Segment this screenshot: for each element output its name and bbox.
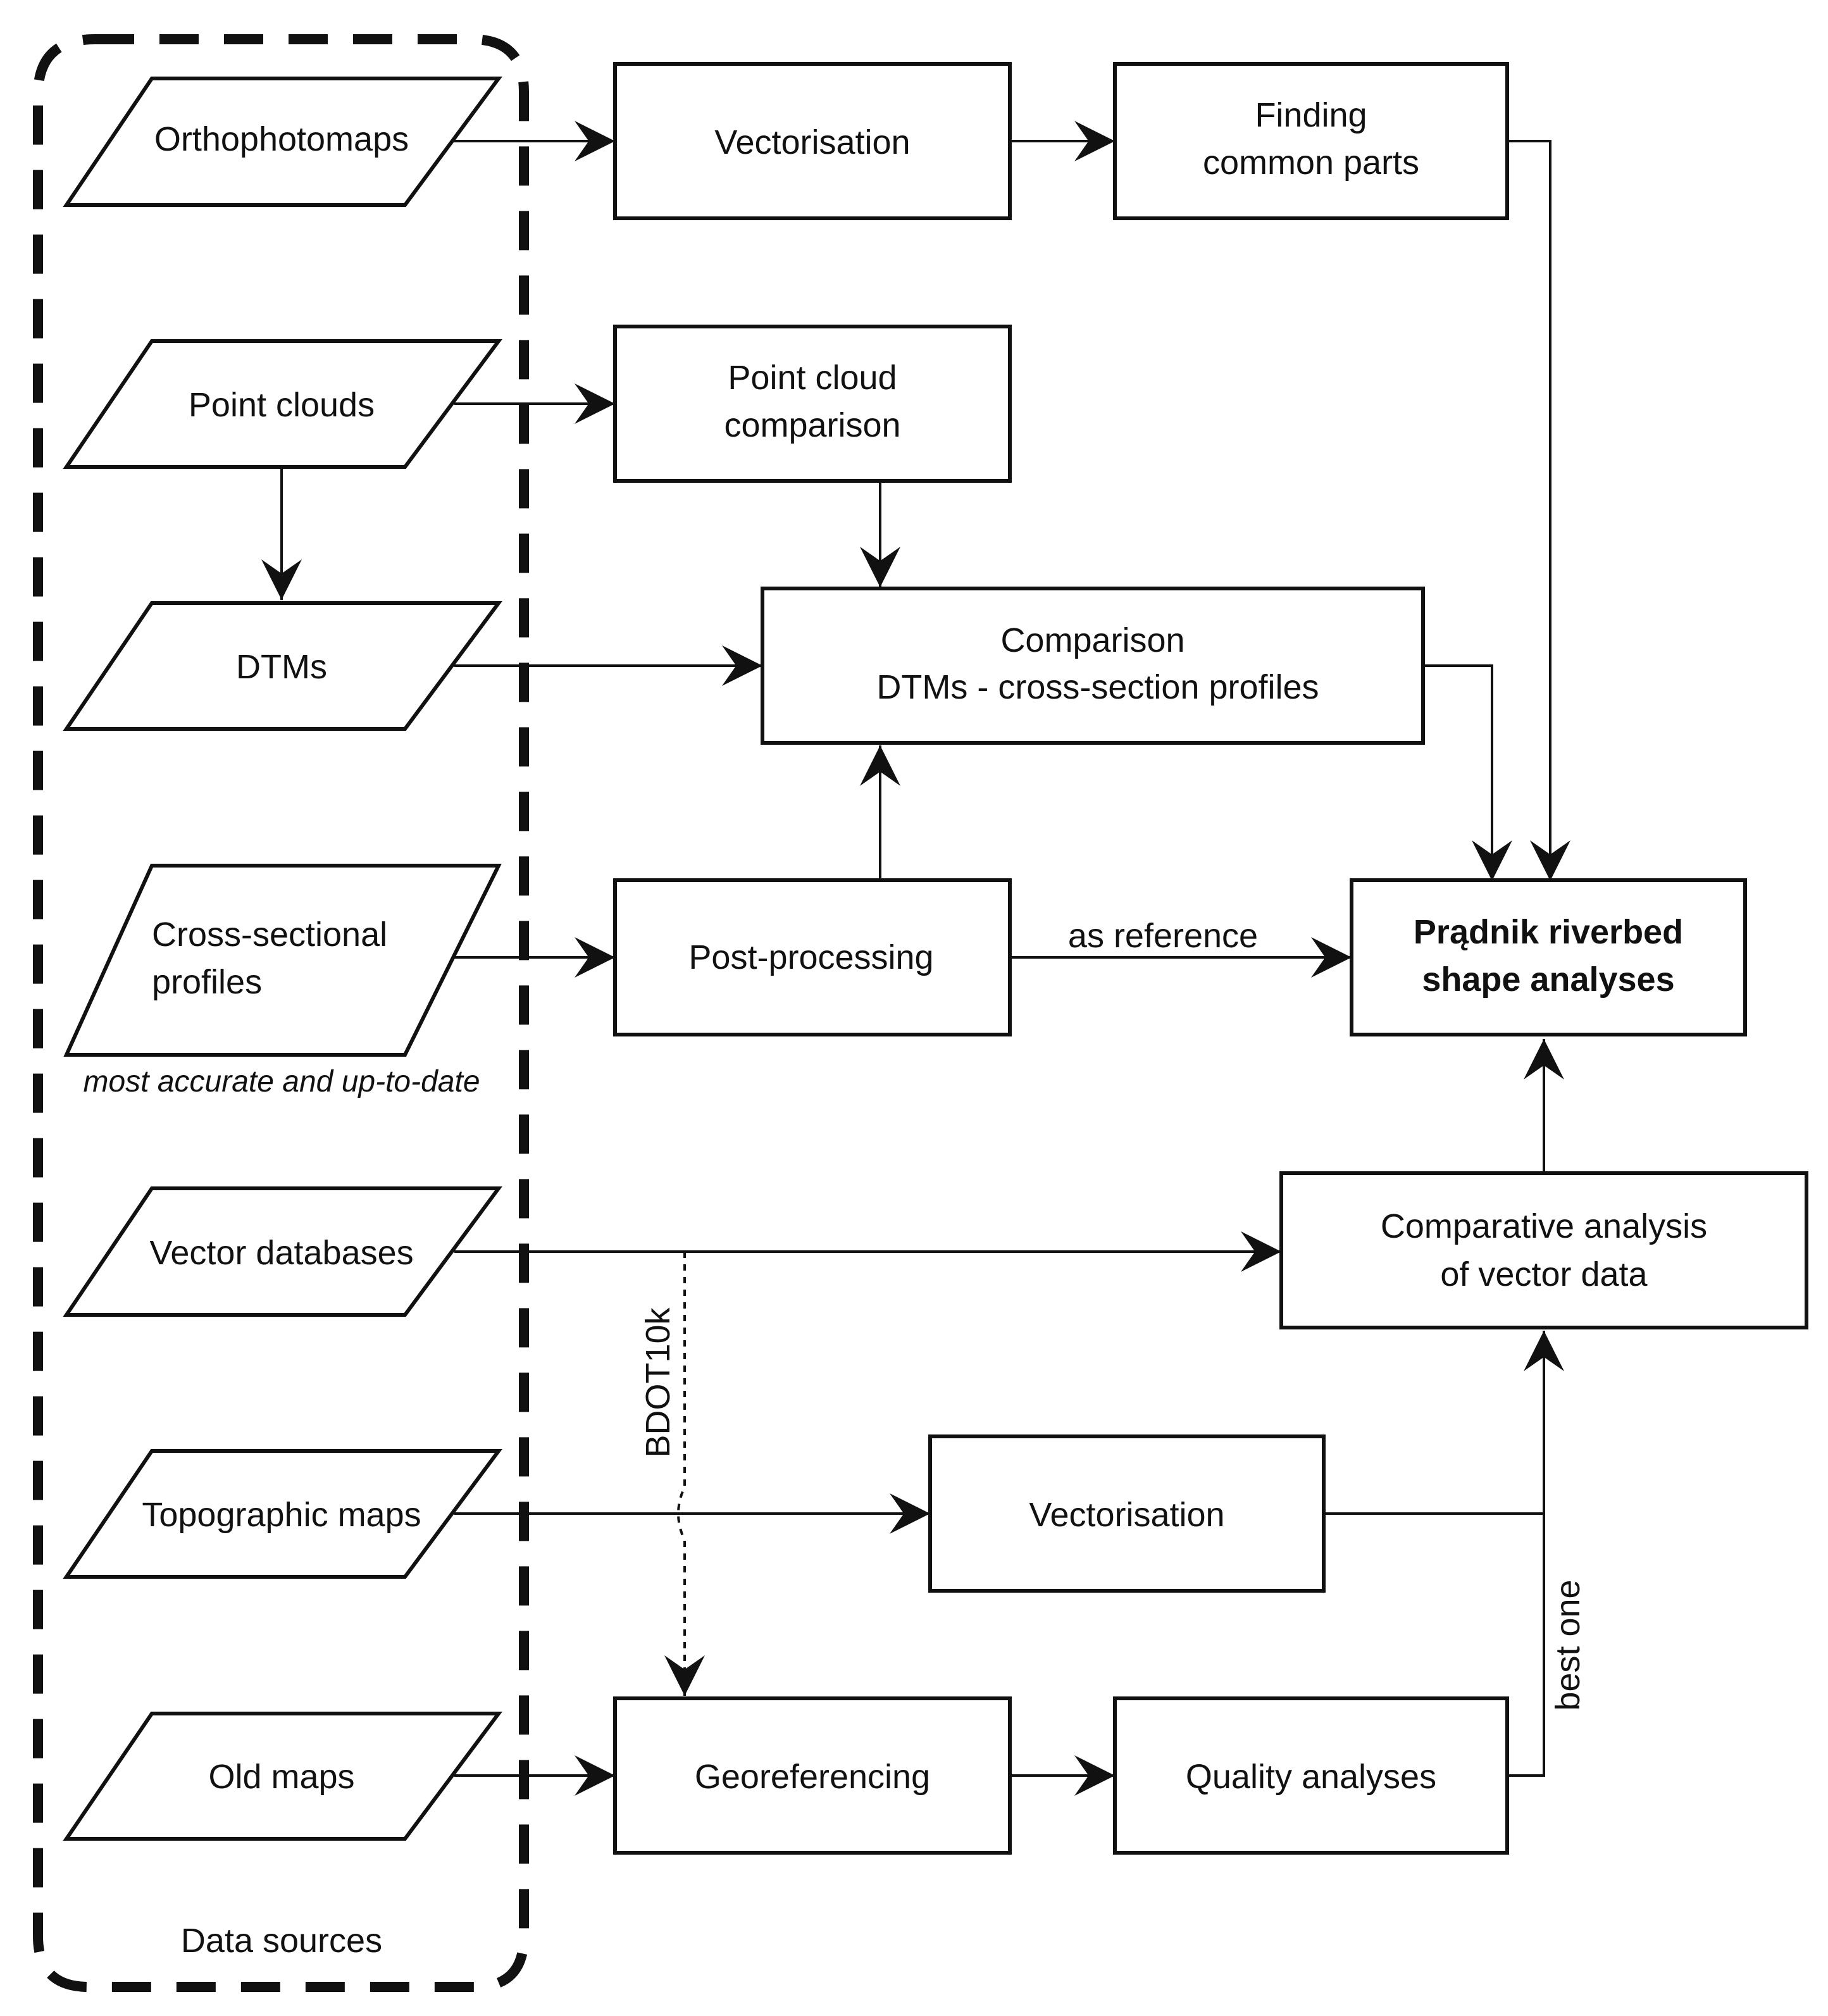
quality-analyses-label: Quality analyses xyxy=(1186,1758,1436,1796)
source-orthophotomaps: Orthophotomaps xyxy=(63,77,502,207)
best-one-label: best one xyxy=(1549,1579,1587,1710)
dtms-label: DTMs xyxy=(236,648,327,686)
process-post-processing: Post-processing xyxy=(613,878,1012,1036)
process-point-cloud-comparison: Point cloud comparison xyxy=(613,325,1012,483)
source-cross-sectional-profiles: Cross-sectional profiles xyxy=(63,864,502,1057)
pc-comparison-label-line2: comparison xyxy=(724,406,900,444)
pc-comparison-label-line1: Point cloud xyxy=(728,359,897,397)
post-processing-label: Post-processing xyxy=(688,938,933,976)
source-point-clouds: Point clouds xyxy=(63,339,502,469)
vectorisation-top-label: Vectorisation xyxy=(714,123,910,161)
final-label-line2: shape analyses xyxy=(1422,961,1674,999)
arrow-quality-to-comparative xyxy=(1507,1514,1545,1777)
final-label-line1: Prądnik riverbed xyxy=(1414,913,1683,951)
source-dtms: DTMs xyxy=(63,601,502,731)
source-old-maps: Old maps xyxy=(63,1712,502,1841)
arrow-comparison-to-final xyxy=(1423,664,1512,881)
comparison-label-line1: Comparison xyxy=(1000,621,1184,659)
vector-databases-label: Vector databases xyxy=(149,1234,413,1272)
bdot10k-connector xyxy=(664,1252,705,1696)
data-sources-group xyxy=(33,34,529,1992)
georeferencing-label: Georeferencing xyxy=(695,1758,930,1796)
point-clouds-label: Point clouds xyxy=(189,386,375,424)
process-quality-analyses: Quality analyses xyxy=(1113,1696,1509,1855)
source-vector-databases: Vector databases xyxy=(63,1186,502,1317)
finding-label-line1: Finding xyxy=(1255,96,1367,134)
comparison-label-line2: DTMs - cross-section profiles xyxy=(876,668,1319,706)
process-final-riverbed-analyses: Prądnik riverbed shape analyses xyxy=(1350,878,1747,1036)
source-topographic-maps: Topographic maps xyxy=(63,1449,502,1579)
process-comparative-analysis: Comparative analysis of vector data xyxy=(1279,1171,1808,1329)
process-vectorisation-bottom: Vectorisation xyxy=(928,1434,1326,1593)
comparative-label-line2: of vector data xyxy=(1440,1255,1648,1293)
data-sources-label: Data sources xyxy=(181,1922,382,1960)
as-reference-label: as reference xyxy=(1068,917,1258,955)
topographic-maps-label: Topographic maps xyxy=(142,1496,421,1534)
cross-sectional-label-line2: profiles xyxy=(152,963,262,1001)
process-comparison-dtms-profiles: Comparison DTMs - cross-section profiles xyxy=(761,587,1425,745)
orthophotomaps-label: Orthophotomaps xyxy=(154,120,409,158)
vectorisation-bottom-label: Vectorisation xyxy=(1029,1496,1224,1534)
finding-label-line2: common parts xyxy=(1203,144,1419,182)
bdot10k-label: BDOT10k xyxy=(639,1307,677,1457)
process-georeferencing: Georeferencing xyxy=(613,1696,1012,1855)
cross-sectional-label-line1: Cross-sectional xyxy=(152,916,387,954)
process-vectorisation-top: Vectorisation xyxy=(613,62,1012,220)
comparative-label-line1: Comparative analysis xyxy=(1381,1207,1707,1245)
process-finding-common-parts: Finding common parts xyxy=(1113,62,1509,220)
arrow-vectorisation-to-comparative xyxy=(1324,1331,1564,1515)
arrow-finding-to-final xyxy=(1507,140,1570,881)
cross-sectional-note: most accurate and up-to-date xyxy=(83,1065,480,1098)
old-maps-label: Old maps xyxy=(208,1758,354,1796)
